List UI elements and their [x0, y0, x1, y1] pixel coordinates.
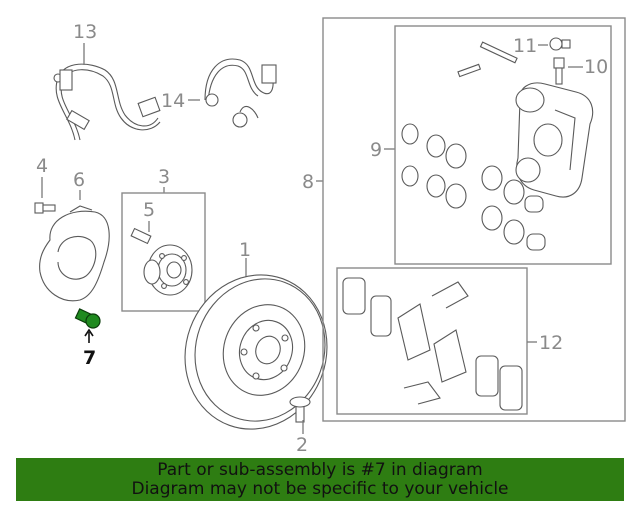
- parts-diagram: 13 14 4 6 7 3 5: [34, 17, 626, 455]
- caliper-box: [394, 25, 612, 265]
- caliper-seals: [401, 123, 546, 251]
- callout-6: 6: [73, 169, 85, 191]
- callout-3: 3: [158, 166, 170, 188]
- brake-hose-13: [53, 63, 161, 141]
- bolt-4: [34, 202, 56, 214]
- callout-8: 8: [302, 171, 314, 193]
- dust-shield-6: [39, 205, 110, 302]
- banner-line-2: Diagram may not be specific to your vehi…: [131, 479, 509, 499]
- callout-10: 10: [584, 56, 608, 78]
- callout-1: 1: [239, 239, 251, 261]
- callout-2: 2: [296, 434, 308, 455]
- callout-13: 13: [73, 21, 97, 43]
- callout-14: 14: [161, 90, 185, 112]
- bleeder-screw-10: [553, 57, 565, 85]
- hub-3: [130, 227, 193, 296]
- guide-pins: [457, 41, 518, 78]
- speed-sensor-14: [204, 58, 277, 128]
- brake-disc-1: [184, 274, 328, 430]
- stud-2: [289, 396, 311, 423]
- caliper-assembly-box: [322, 17, 626, 422]
- banner-line-1: Part or sub-assembly is #7 in diagram: [157, 460, 483, 480]
- bolt-7-highlighted: [74, 308, 101, 329]
- brake-pad-box: [336, 267, 528, 415]
- callout-12: 12: [539, 332, 563, 354]
- callout-9: 9: [370, 139, 382, 161]
- part-info-banner: Part or sub-assembly is #7 in diagram Di…: [16, 458, 624, 501]
- callout-11: 11: [513, 35, 537, 57]
- bleeder-cap-11: [549, 37, 571, 51]
- caliper-body: [515, 82, 594, 198]
- brake-pads-12: [342, 277, 523, 411]
- callout-7: 7: [83, 347, 96, 369]
- hub-assembly-box: [121, 192, 206, 312]
- callout-4: 4: [36, 155, 48, 177]
- callout-5: 5: [143, 199, 155, 221]
